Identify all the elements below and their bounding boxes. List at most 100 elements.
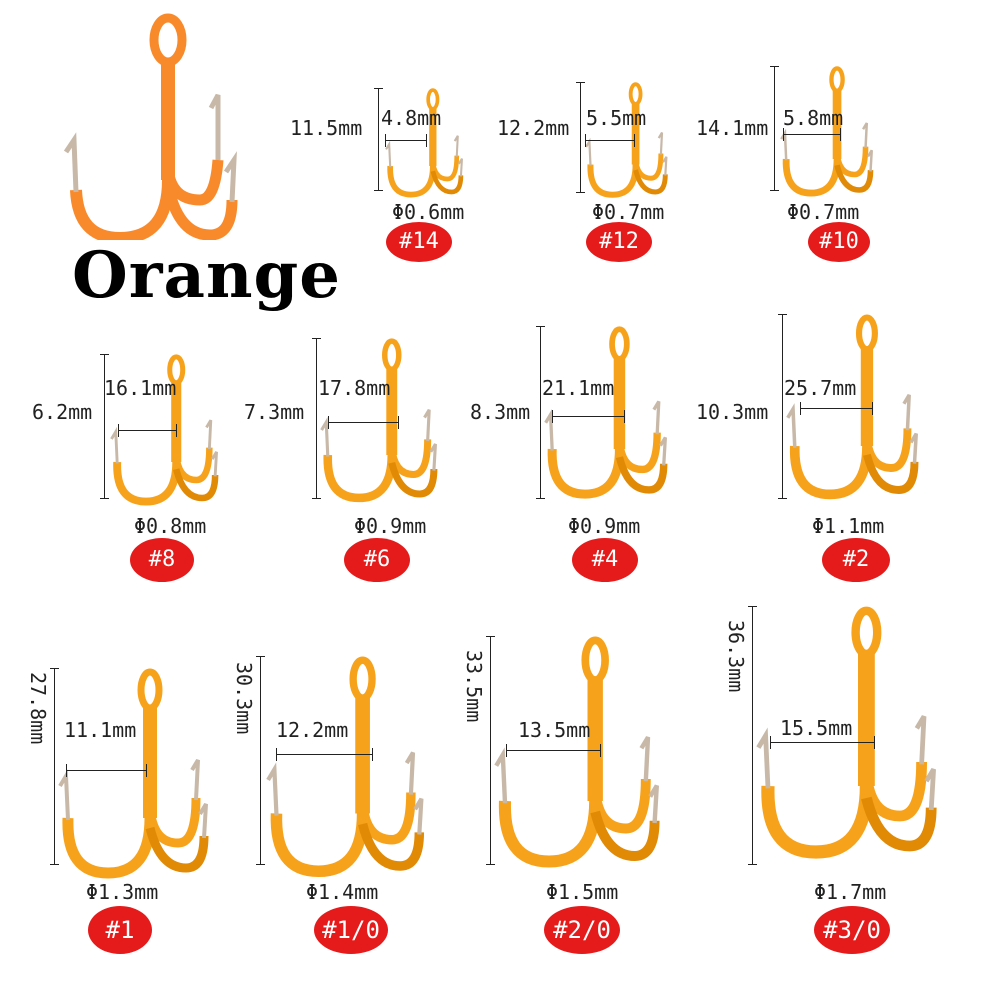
dimension-tick [748, 864, 757, 865]
height-dimension-line [774, 66, 775, 190]
dimension-tick [585, 134, 586, 147]
height-dimension-line [316, 338, 317, 498]
dimension-tick [374, 88, 383, 89]
height-label: 30.3mm [232, 662, 256, 735]
gap-dimension-line [276, 754, 372, 755]
height-label: 33.5mm [462, 650, 486, 723]
size-badge: #2 [822, 538, 890, 582]
height-label: 7.3mm [244, 400, 305, 424]
wire-diameter-label: Φ0.9mm [568, 514, 641, 538]
height-dimension-line [54, 668, 55, 864]
dimension-tick [536, 326, 545, 327]
height-label: 6.2mm [32, 400, 93, 424]
dimension-tick [100, 354, 109, 355]
gap-label: 5.8mm [783, 106, 844, 130]
dimension-tick [840, 128, 841, 141]
gap-dimension-line [506, 750, 600, 751]
gap-dimension-line [118, 430, 176, 431]
wire-diameter-label: Φ1.3mm [86, 880, 159, 904]
dimension-tick [176, 424, 177, 437]
height-label: 10.3mm [696, 400, 769, 424]
hero-hook-image [60, 10, 250, 245]
size-badge: #1/0 [314, 906, 388, 954]
size-badge: #12 [586, 222, 652, 262]
wire-diameter-label: Φ0.7mm [787, 200, 860, 224]
height-label: 8.3mm [470, 400, 531, 424]
gap-dimension-line [770, 742, 874, 743]
dimension-tick [770, 736, 771, 749]
height-label: 14.1mm [696, 116, 769, 140]
dimension-tick [600, 744, 601, 757]
wire-diameter-label: Φ1.7mm [814, 880, 887, 904]
gap-dimension-line [66, 770, 146, 771]
dimension-tick [536, 498, 545, 499]
height-dimension-line [580, 82, 581, 192]
dimension-tick [634, 134, 635, 147]
gap-dimension-line [585, 140, 634, 141]
dimension-tick [486, 636, 495, 637]
dimension-tick [748, 606, 757, 607]
dimension-tick [552, 410, 553, 423]
dimension-tick [778, 498, 787, 499]
size-badge: #8 [130, 538, 194, 582]
size-badge: #4 [572, 538, 638, 582]
dimension-tick [576, 82, 585, 83]
gap-label: 25.7mm [784, 376, 857, 400]
dimension-tick [800, 402, 801, 415]
dimension-tick [372, 748, 373, 761]
dimension-tick [66, 764, 67, 777]
gap-label: 17.8mm [318, 376, 391, 400]
dimension-tick [872, 402, 873, 415]
size-badge: #2/0 [544, 906, 620, 954]
dimension-tick [312, 498, 321, 499]
dimension-tick [385, 134, 386, 147]
gap-dimension-line [328, 422, 398, 423]
height-dimension-line [752, 606, 753, 864]
wire-diameter-label: Φ0.6mm [392, 200, 465, 224]
height-dimension-line [490, 636, 491, 864]
dimension-tick [770, 66, 779, 67]
dimension-tick [374, 190, 383, 191]
dimension-tick [486, 864, 495, 865]
height-label: 11.5mm [290, 116, 363, 140]
dimension-tick [506, 744, 507, 757]
height-dimension-line [104, 354, 105, 498]
gap-label: 13.5mm [518, 718, 591, 742]
page-title: Orange [72, 238, 341, 313]
size-badge: #14 [386, 222, 452, 262]
dimension-tick [276, 748, 277, 761]
dimension-tick [256, 656, 265, 657]
height-label: 12.2mm [497, 116, 570, 140]
gap-label: 21.1mm [542, 376, 615, 400]
dimension-tick [426, 134, 427, 147]
height-label: 36.3mm [724, 620, 748, 693]
dimension-tick [770, 190, 779, 191]
dimension-tick [312, 338, 321, 339]
dimension-tick [576, 192, 585, 193]
dimension-tick [783, 128, 784, 141]
gap-label: 16.1mm [104, 376, 177, 400]
dimension-tick [256, 864, 265, 865]
dimension-tick [874, 736, 875, 749]
dimension-tick [778, 314, 787, 315]
height-label: 27.8mm [26, 672, 50, 745]
size-badge: #3/0 [814, 906, 890, 954]
height-dimension-line [782, 314, 783, 498]
dimension-tick [100, 498, 109, 499]
size-badge: #10 [808, 222, 870, 262]
wire-diameter-label: Φ1.5mm [546, 880, 619, 904]
gap-dimension-line [552, 416, 624, 417]
wire-diameter-label: Φ0.7mm [592, 200, 665, 224]
height-dimension-line [378, 88, 379, 190]
gap-label: 11.1mm [64, 718, 137, 742]
gap-label: 4.8mm [381, 106, 442, 130]
wire-diameter-label: Φ0.9mm [354, 514, 427, 538]
gap-label: 5.5mm [586, 106, 647, 130]
height-dimension-line [260, 656, 261, 864]
dimension-tick [624, 410, 625, 423]
wire-diameter-label: Φ1.4mm [306, 880, 379, 904]
dimension-tick [50, 864, 59, 865]
gap-label: 12.2mm [276, 718, 349, 742]
dimension-tick [50, 668, 59, 669]
gap-dimension-line [783, 134, 840, 135]
